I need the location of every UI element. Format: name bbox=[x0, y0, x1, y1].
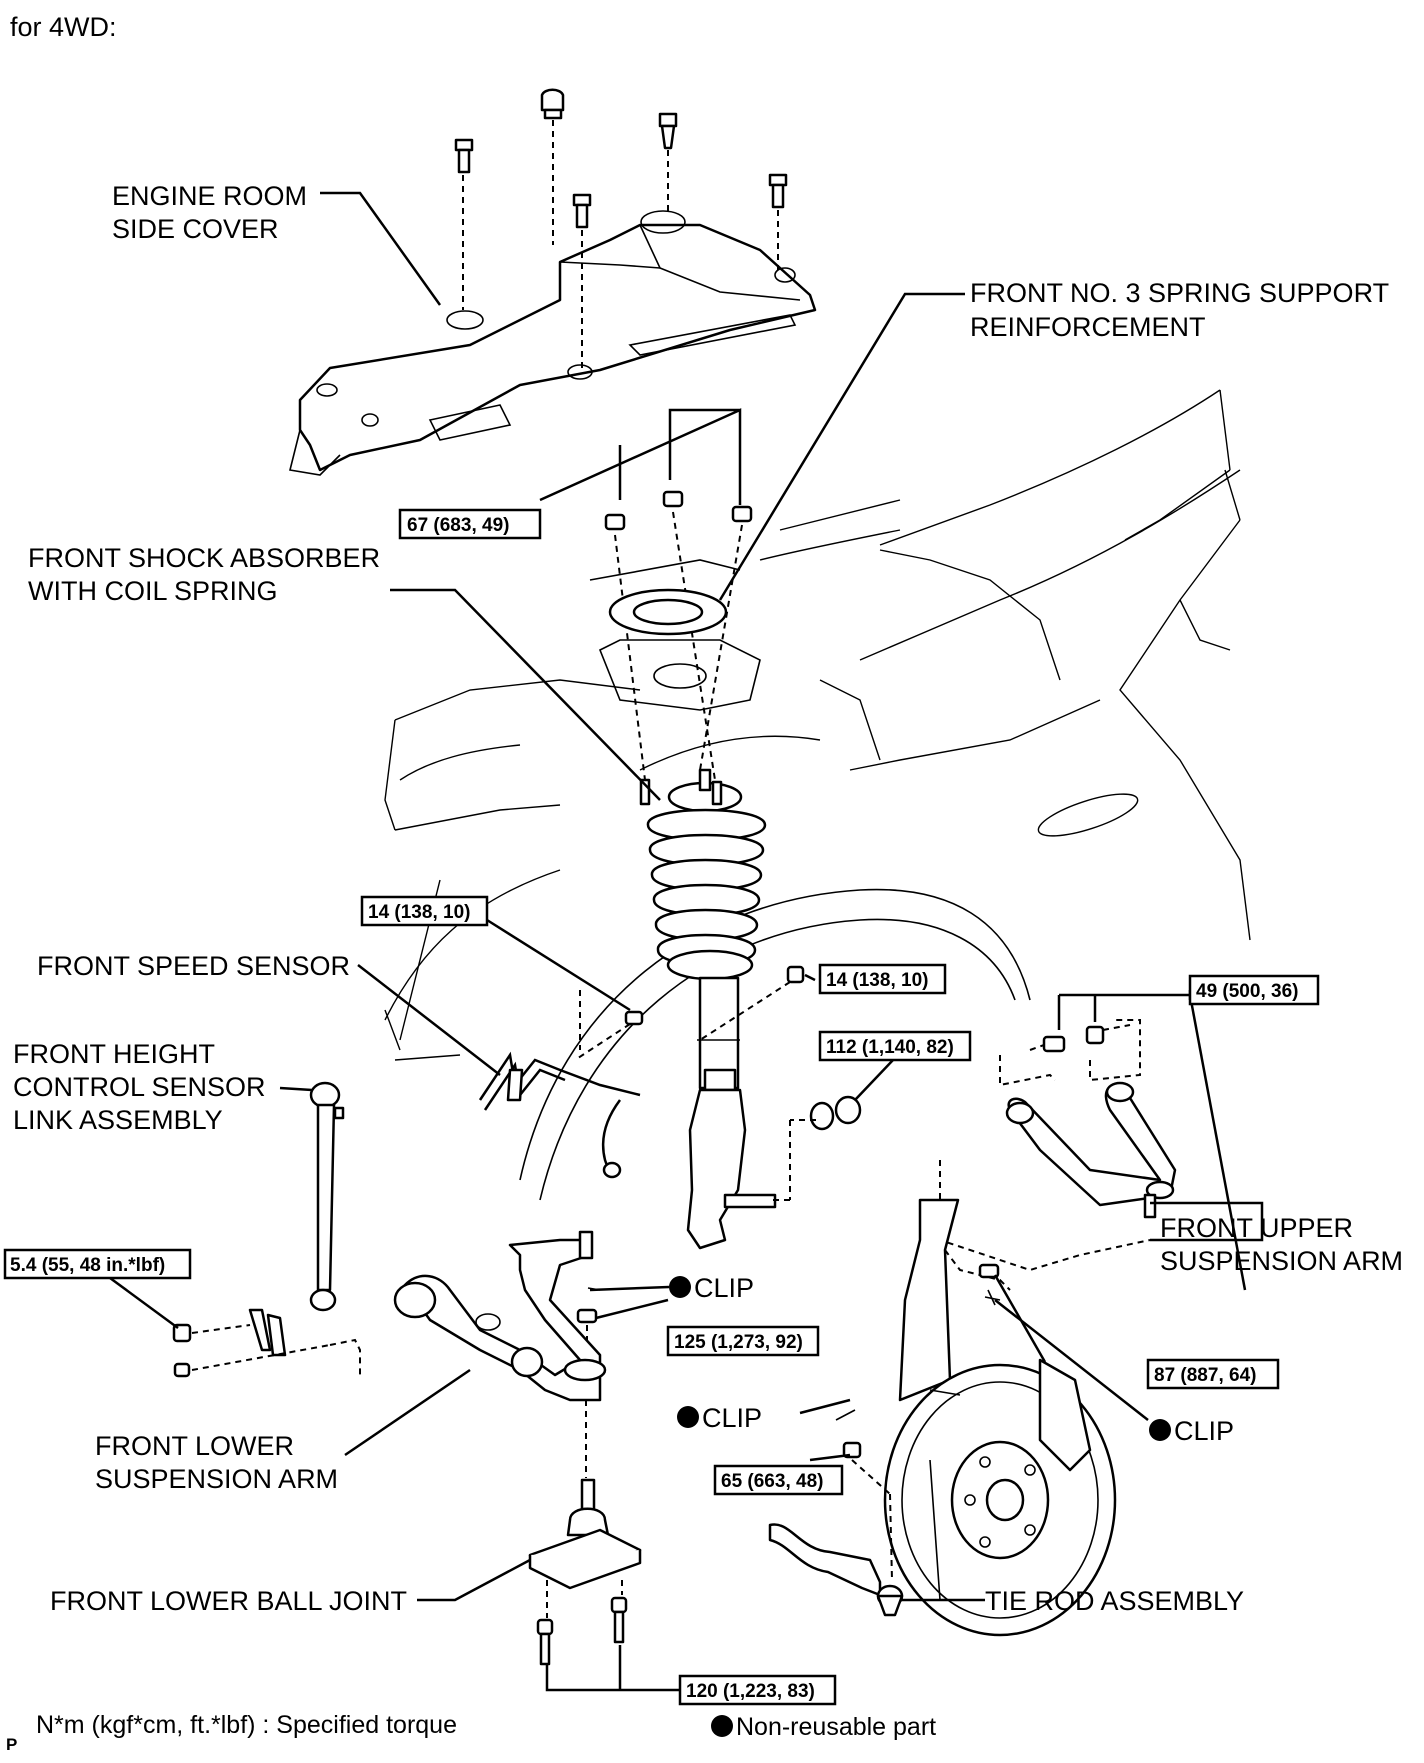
height-control-sensor-link bbox=[172, 1081, 361, 1378]
svg-text:125 (1,273, 92): 125 (1,273, 92) bbox=[674, 1332, 803, 1353]
shock-bracket-bolt bbox=[699, 965, 805, 1041]
svg-text:CLIP: CLIP bbox=[702, 1403, 762, 1433]
torque-lower-arm-ball-nut: 125 (1,273, 92) bbox=[666, 1325, 820, 1357]
label-front-speed-sensor: FRONT SPEED SENSOR bbox=[37, 951, 350, 981]
svg-text:65 (663, 48): 65 (663, 48) bbox=[721, 1471, 823, 1492]
upper-ball-nut bbox=[978, 1263, 1001, 1306]
label-tie-rod-assembly: TIE ROD ASSEMBLY bbox=[985, 1586, 1244, 1616]
cover-clip-1 bbox=[540, 88, 565, 245]
torque-upper-arm-ball-nut: 87 (887, 64) bbox=[1146, 1358, 1280, 1390]
tie-rod-assembly bbox=[768, 1409, 904, 1617]
torque-upper-arm-bolts: 49 (500, 36) bbox=[1188, 974, 1320, 1006]
svg-text:120 (1,223, 83): 120 (1,223, 83) bbox=[686, 1681, 815, 1702]
leader-lines bbox=[109, 191, 1264, 1602]
cover-bolt-2 bbox=[658, 112, 678, 215]
svg-text:49 (500, 36): 49 (500, 36) bbox=[1196, 981, 1298, 1002]
engine-room-side-cover bbox=[289, 210, 817, 476]
label-engine-room-side-cover: ENGINE ROOM SIDE COVER bbox=[112, 181, 315, 244]
front-speed-sensor bbox=[478, 990, 644, 1179]
shock-lower-nut bbox=[770, 1095, 862, 1201]
label-front-height-control-sensor: FRONT HEIGHT CONTROL SENSOR LINK ASSEMBL… bbox=[13, 1039, 273, 1135]
svg-text:CLIP: CLIP bbox=[1174, 1416, 1234, 1446]
strut-upper-nuts bbox=[539, 408, 753, 781]
svg-text:14 (138, 10): 14 (138, 10) bbox=[368, 902, 470, 923]
torque-strut-upper-nuts: 67 (683, 49) bbox=[398, 508, 542, 540]
page-title: for 4WD: bbox=[10, 12, 117, 42]
non-reusable-dot-icon bbox=[711, 1715, 733, 1737]
spring-support-reinforcement bbox=[589, 559, 761, 711]
clip-callout-3: CLIP bbox=[1149, 1416, 1234, 1446]
lower-arm-ball-nut bbox=[576, 1287, 601, 1340]
cover-bolt-4 bbox=[768, 173, 788, 270]
svg-text:14 (138, 10): 14 (138, 10) bbox=[826, 970, 928, 991]
cover-bolt-1 bbox=[454, 138, 474, 310]
cover-bolt-3 bbox=[572, 193, 592, 370]
non-reusable-dot-icon bbox=[1149, 1419, 1171, 1441]
steering-knuckle-and-disc bbox=[883, 1198, 1117, 1637]
clip-callout-2: CLIP bbox=[677, 1403, 762, 1433]
svg-text:CLIP: CLIP bbox=[694, 1273, 754, 1303]
svg-text:87 (887, 64): 87 (887, 64) bbox=[1154, 1365, 1256, 1386]
front-upper-suspension-arm bbox=[939, 993, 1190, 1272]
legend: P N*m (kgf*cm, ft.*lbf) : Specified torq… bbox=[6, 1711, 936, 1754]
label-front-no3-spring-support: FRONT NO. 3 SPRING SUPPORT REINFORCEMENT bbox=[970, 278, 1396, 342]
front-lower-ball-joint bbox=[528, 1400, 680, 1692]
label-front-shock-absorber: FRONT SHOCK ABSORBER WITH COIL SPRING bbox=[28, 543, 388, 606]
label-front-lower-suspension-arm: FRONT LOWER SUSPENSION ARM bbox=[95, 1431, 338, 1494]
label-front-lower-ball-joint: FRONT LOWER BALL JOINT bbox=[50, 1586, 407, 1616]
svg-text:5.4 (55, 48 in.*lbf): 5.4 (55, 48 in.*lbf) bbox=[10, 1255, 165, 1276]
non-reusable-dot-icon bbox=[669, 1276, 691, 1298]
non-reusable-dot-icon bbox=[677, 1406, 699, 1428]
torque-tie-rod-nut: 65 (663, 48) bbox=[713, 1464, 844, 1496]
torque-shock-bracket-bolt: 14 (138, 10) bbox=[818, 963, 947, 995]
torque-shock-lower-nut: 112 (1,140, 82) bbox=[818, 1030, 972, 1062]
torque-speed-sensor-bolt: 14 (138, 10) bbox=[360, 895, 489, 927]
front-shock-absorber bbox=[639, 768, 777, 1250]
label-front-upper-suspension-arm: FRONT UPPER SUSPENSION ARM bbox=[1160, 1213, 1403, 1276]
page-marker: P bbox=[6, 1735, 17, 1754]
front-lower-suspension-arm bbox=[393, 1230, 607, 1402]
torque-height-sensor-nut: 5.4 (55, 48 in.*lbf) bbox=[3, 1248, 192, 1280]
cover-fasteners bbox=[454, 88, 788, 370]
legend-non-reusable: Non-reusable part bbox=[736, 1713, 936, 1741]
clip-callout-1: CLIP bbox=[669, 1273, 754, 1303]
torque-ball-joint-bolts: 120 (1,223, 83) bbox=[678, 1674, 837, 1706]
svg-text:67 (683, 49): 67 (683, 49) bbox=[407, 515, 509, 536]
legend-torque-units: N*m (kgf*cm, ft.*lbf) : Specified torque bbox=[36, 1711, 457, 1739]
svg-text:112 (1,140, 82): 112 (1,140, 82) bbox=[826, 1037, 954, 1058]
